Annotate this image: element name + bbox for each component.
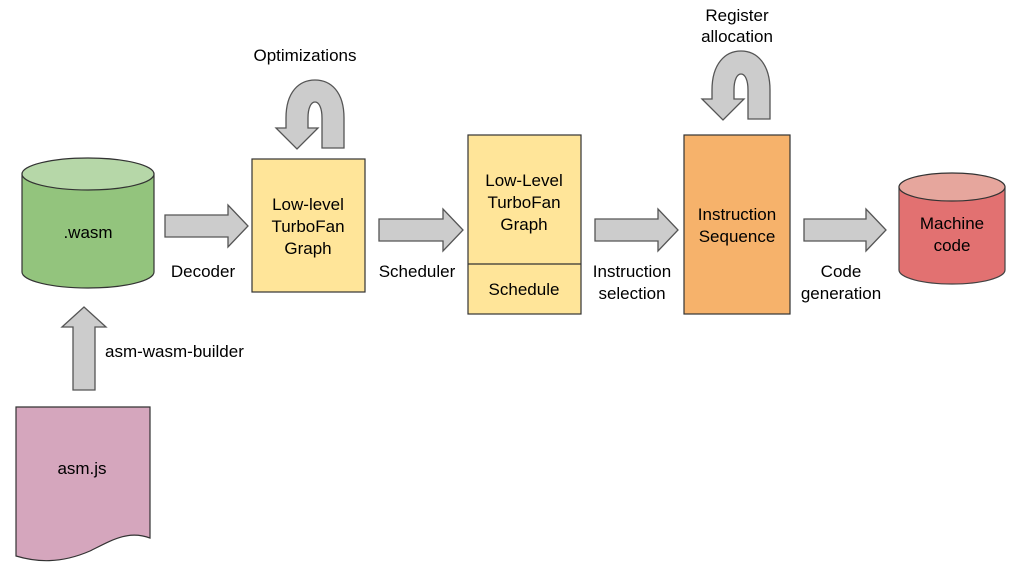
schedule-label: Schedule [489,280,560,299]
code-generation-label-1: Code [821,262,862,281]
decoder-label: Decoder [171,262,236,281]
machine-code-line-1: Machine [920,214,984,233]
optimizations-loop-arrow [274,79,345,150]
asm-wasm-builder-arrow [60,306,108,391]
optimizations-label: Optimizations [254,46,357,65]
scheduled-graph-line-1: Low-Level [485,171,563,190]
lowlevel-graph-line-2: TurboFan [271,217,344,236]
scheduled-graph-line-2: TurboFan [487,193,560,212]
register-allocation-label-1: Register [705,6,769,25]
asmjs-label: asm.js [57,459,106,478]
lowlevel-graph-line-1: Low-level [272,195,344,214]
lowlevel-graph-rect [251,158,366,293]
wasm-cylinder: .wasm [21,157,155,289]
instruction-selection-label-2: selection [598,284,665,303]
wasm-label: .wasm [63,223,112,242]
scheduler-label: Scheduler [379,262,456,281]
register-allocation-loop-arrow [700,50,771,121]
machine-code-cylinder-body [898,186,1006,285]
machine-code-cylinder-top [898,172,1006,202]
instruction-sequence-box: Instruction Sequence [683,134,791,315]
machine-code-line-2: code [934,236,971,255]
instruction-sequence-line-2: Sequence [699,227,776,246]
register-allocation-label-2: allocation [701,27,773,46]
asmjs-document-shape [15,406,151,562]
lowlevel-turbofan-graph-box: Low-level TurboFan Graph [251,158,366,293]
instruction-selection-label-1: Instruction [593,262,671,281]
scheduled-turbofan-graph-box: Low-Level TurboFan Graph Schedule [467,134,582,315]
machine-code-cylinder: Machine code [898,172,1006,285]
asmjs-document: asm.js [15,406,151,562]
instruction-selection-arrow [594,207,679,253]
lowlevel-graph-line-3: Graph [284,239,331,258]
wasm-cylinder-top [21,157,155,191]
code-generation-arrow [803,207,887,253]
instruction-sequence-rect [683,134,791,315]
code-generation-label-2: generation [801,284,881,303]
wasm-cylinder-body [21,173,155,289]
scheduled-graph-line-3: Graph [500,215,547,234]
asm-wasm-builder-label: asm-wasm-builder [105,342,244,361]
scheduled-graph-rect [467,134,582,315]
scheduler-arrow [378,207,464,253]
instruction-sequence-line-1: Instruction [698,205,776,224]
decoder-arrow [164,203,249,249]
